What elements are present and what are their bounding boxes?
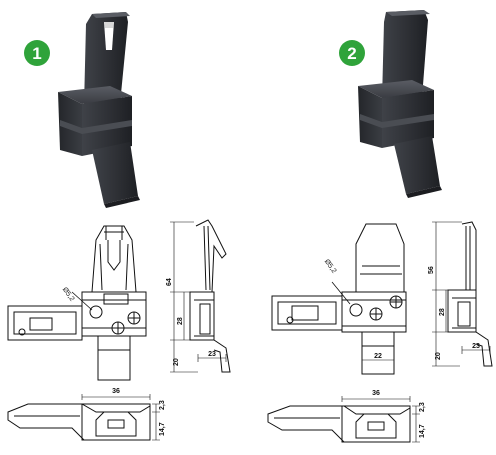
drawing-2-side-view — [447, 221, 493, 367]
drawing-1-front-view — [7, 225, 147, 381]
drawing-1-dim-width: 36 — [112, 388, 120, 395]
drawing-2-dim-depth: 23 — [472, 343, 480, 350]
drawing-2-dim-front-width: 22 — [374, 353, 382, 360]
drawing-1-dim-low: 20 — [173, 358, 180, 366]
drawing-1-bottom-view — [7, 403, 151, 441]
drawing-1-side-dimensions: 64 28 20 23 — [166, 221, 227, 373]
drawing-2-bottom-dimensions: 36 2,3 14,7 — [341, 390, 426, 443]
drawing-1-bottom-dimensions: 36 2,3 14,7 — [81, 388, 166, 441]
drawing-1-diameter-label: Ø5,2 — [61, 286, 75, 303]
badge-2-circle — [339, 40, 365, 66]
drawing-2-dim-low: 20 — [435, 352, 442, 360]
badge-2-label: 2 — [347, 44, 356, 63]
product-photo-1 — [58, 12, 140, 208]
drawing-2-dim-width: 36 — [372, 390, 380, 397]
badge-2: 2 — [339, 40, 365, 66]
badge-1: 1 — [24, 40, 50, 66]
drawing-1-dim-side: 14,7 — [159, 422, 166, 436]
drawing-1-dim-top: 2,3 — [159, 400, 166, 410]
product-photo-2 — [358, 10, 442, 198]
drawing-1-dim-depth: 23 — [208, 351, 216, 358]
drawing-2-dim-side: 14,7 — [419, 424, 426, 438]
drawing-2-dim-mid: 28 — [439, 308, 446, 316]
drawing-2-front-view — [271, 223, 407, 375]
drawing-1-dim-mid: 28 — [177, 317, 184, 325]
drawing-2-dim-total: 56 — [428, 266, 435, 274]
drawing-1-dim-total: 64 — [166, 278, 173, 286]
drawing-2-diameter-label: Ø5,2 — [323, 258, 337, 275]
badge-1-label: 1 — [32, 44, 41, 63]
drawing-2-side-dimensions: 56 28 20 23 — [428, 221, 491, 367]
drawing-2-bottom-view — [267, 405, 411, 443]
drawing-2-dim-top: 2,3 — [419, 402, 426, 412]
badge-1-circle — [24, 40, 50, 66]
drawing-1-side-view — [189, 219, 231, 373]
